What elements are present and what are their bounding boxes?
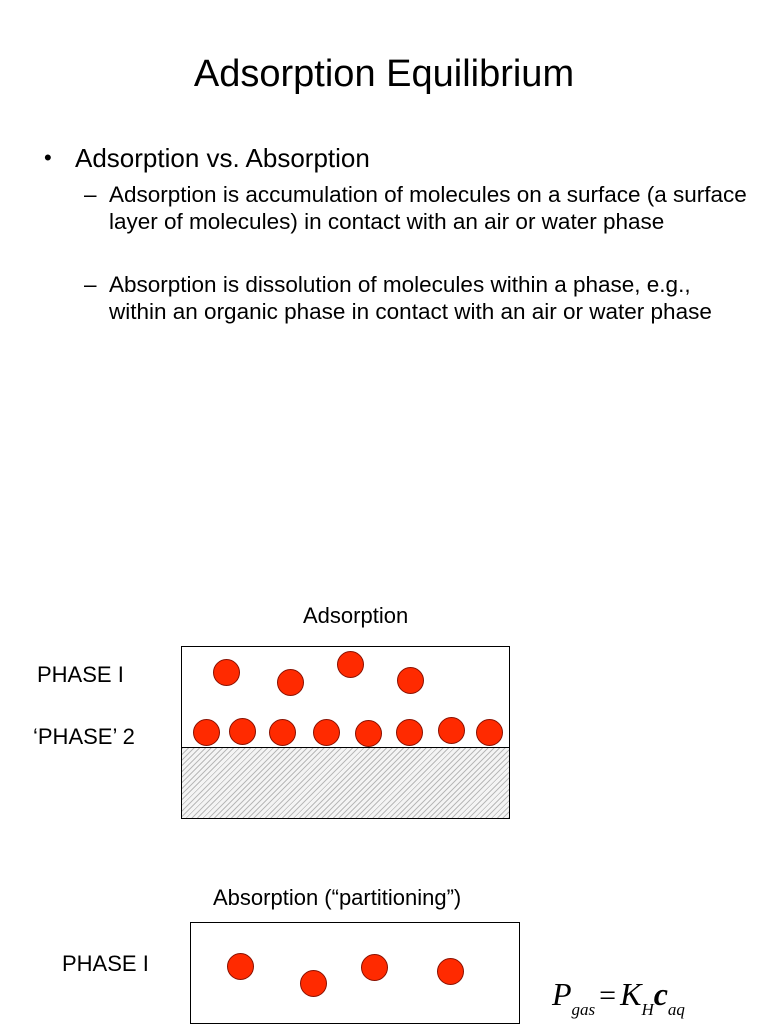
dissolved-molecule <box>227 953 254 980</box>
formula-concentration: c <box>653 976 668 1012</box>
dash-icon: – <box>84 182 97 207</box>
free-molecule <box>337 651 364 678</box>
formula-concentration-subscript: aq <box>667 1000 685 1019</box>
henry-law-formula: Pgas=KHcaq <box>552 976 685 1020</box>
formula-pressure-subscript: gas <box>571 1000 596 1019</box>
adsorption-heading: Adsorption <box>303 603 409 628</box>
adsorbent-surface <box>181 747 510 819</box>
dissolved-molecule <box>361 954 388 981</box>
free-molecule <box>397 667 424 694</box>
dissolved-molecule <box>437 958 464 985</box>
formula-constant-subscript: H <box>641 1000 654 1019</box>
adsorbed-molecule <box>229 718 256 745</box>
adsorbed-molecule <box>269 719 296 746</box>
absorption-heading: Absorption (“partitioning”) <box>213 885 462 910</box>
main-bullet-text: Adsorption vs. Absorption <box>75 143 370 173</box>
adsorbed-molecule <box>438 717 465 744</box>
free-molecule <box>277 669 304 696</box>
dissolved-molecule <box>300 970 327 997</box>
adsorbed-molecule <box>476 719 503 746</box>
adsorbed-molecule <box>355 720 382 747</box>
absorption-phase1-label: PHASE I <box>62 951 149 976</box>
formula-pressure: P <box>552 976 572 1012</box>
sub-bullet-text: Adsorption is accumulation of molecules … <box>109 182 747 234</box>
adsorption-phase2-label: ‘PHASE’ 2 <box>33 724 135 749</box>
formula-equals: = <box>599 979 617 1012</box>
sub-bullet-text: Absorption is dissolution of molecules w… <box>109 272 712 324</box>
formula-constant: K <box>620 976 642 1012</box>
slide-title: Adsorption Equilibrium <box>193 53 575 95</box>
free-molecule <box>213 659 240 686</box>
adsorbed-molecule <box>313 719 340 746</box>
adsorption-phase1-label: PHASE I <box>37 662 124 687</box>
bullet-icon: • <box>44 145 52 170</box>
dash-icon: – <box>84 272 97 297</box>
adsorbed-molecule <box>193 719 220 746</box>
adsorbed-molecule <box>396 719 423 746</box>
